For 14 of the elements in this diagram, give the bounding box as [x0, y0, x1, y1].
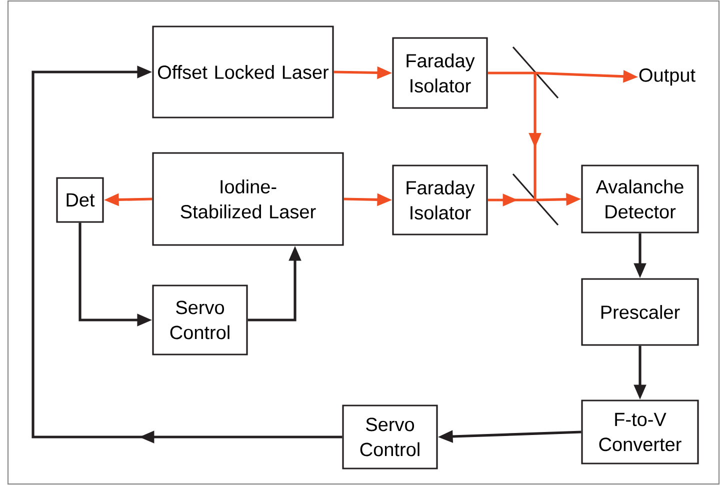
process-box: F-to-V Converter: [581, 400, 699, 464]
process-box: Servo Control: [342, 404, 438, 470]
process-box: Offset Locked Laser: [152, 26, 334, 118]
process-box: Servo Control: [152, 284, 248, 356]
output-label: Output: [639, 68, 696, 86]
process-box: Avalanche Detector: [581, 164, 699, 234]
process-box: Faraday Isolator: [392, 164, 488, 236]
beam-splitter: [512, 173, 559, 226]
beam-splitter: [512, 46, 559, 99]
process-box: Iodine-Stabilized Laser: [152, 152, 344, 246]
process-box: Faraday Isolator: [392, 37, 488, 109]
process-box: Prescaler: [581, 278, 699, 346]
arrow: [32, 66, 342, 444]
process-box: Det: [56, 177, 104, 223]
